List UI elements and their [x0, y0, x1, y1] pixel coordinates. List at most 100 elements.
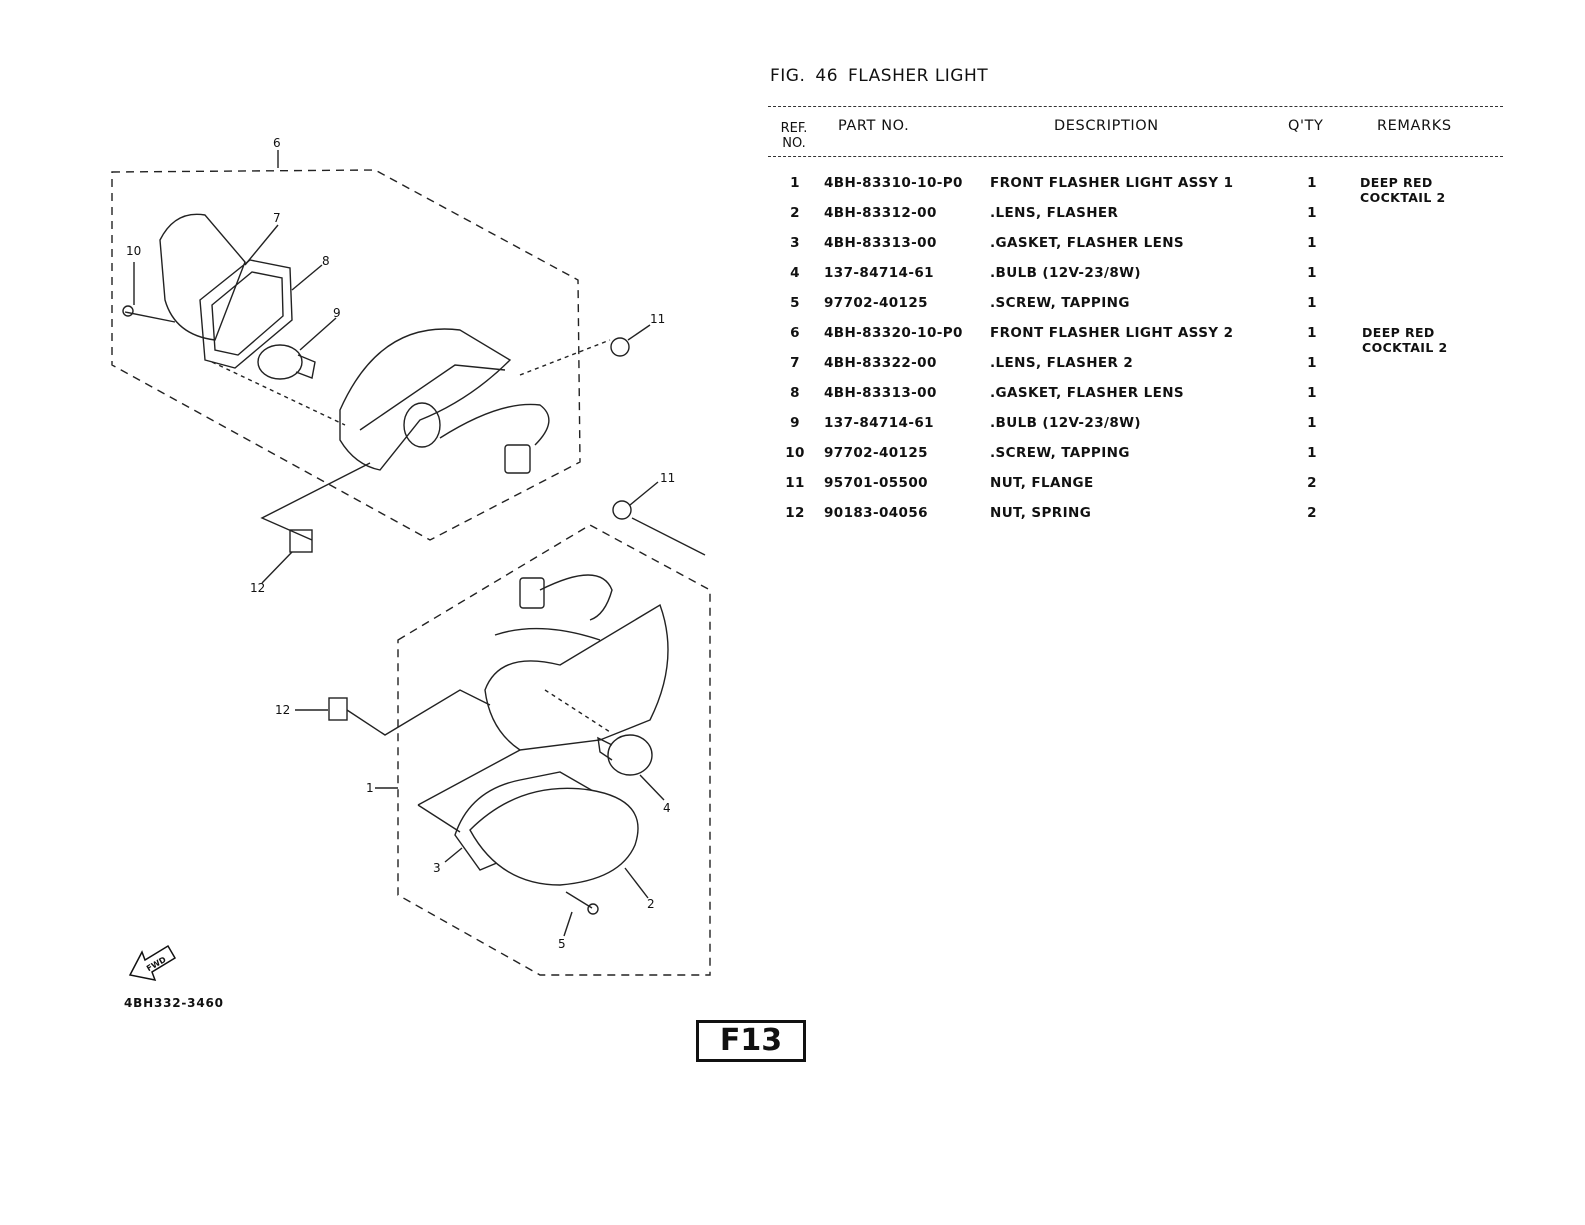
assy-2-boundary [111, 169, 581, 541]
qty-cell: 2 [1307, 475, 1317, 491]
part-no-cell: 4BH-83313-00 [824, 385, 937, 401]
guide-line [346, 689, 491, 736]
assy-1-boundary [397, 524, 711, 976]
nut-flange-lower [612, 500, 632, 520]
qty-cell: 2 [1307, 505, 1317, 521]
callout-label: 2 [647, 897, 655, 911]
part-no-cell: 137-84714-61 [824, 415, 934, 431]
wire-upper [439, 403, 550, 446]
forward-arrow-icon: FWD [128, 944, 177, 982]
table-row: 9 137-84714-61 .BULB (12V-23/8W) 1 [0, 415, 1585, 437]
connector-upper [504, 444, 531, 474]
table-header-rule [768, 156, 1503, 157]
leader-11-upper [627, 324, 651, 341]
description-cell: .GASKET, FLASHER LENS [990, 385, 1185, 401]
description-cell: .LENS, FLASHER [990, 205, 1119, 221]
leader-8 [291, 264, 323, 291]
housing-upper [339, 328, 512, 471]
qty-cell: 1 [1307, 385, 1317, 401]
header-ref-no-label: REF. NO. [780, 121, 808, 151]
leader-7 [244, 224, 279, 266]
description-cell: NUT, FLANGE [990, 475, 1094, 491]
leader-5 [563, 911, 573, 937]
gasket-upper-inner [211, 271, 284, 356]
qty-cell: 1 [1307, 205, 1317, 221]
part-no-cell: 4BH-83312-00 [824, 205, 937, 221]
screw-upper [124, 311, 176, 323]
screw-lower [565, 891, 593, 909]
ref-cell: 2 [790, 205, 800, 221]
remarks-cell: DEEP RED COCKTAIL 2 [1362, 325, 1448, 355]
callout-label: 1 [366, 781, 374, 795]
ref-cell: 1 [790, 175, 800, 191]
ref-cell: 7 [790, 355, 800, 371]
header-remarks: REMARKS [1377, 118, 1452, 134]
qty-cell: 1 [1307, 415, 1317, 431]
callout-label: 6 [273, 136, 281, 150]
ref-cell: 9 [790, 415, 800, 431]
ref-cell: 6 [790, 325, 800, 341]
bulb-upper [257, 344, 303, 380]
page-badge: F13 [696, 1020, 806, 1062]
catalog-code: 4BH332-3460 [124, 996, 224, 1010]
wire-lower [539, 574, 613, 621]
description-cell: .LENS, FLASHER 2 [990, 355, 1134, 371]
screw-lower-head [587, 903, 599, 915]
part-no-cell: 4BH-83310-10-P0 [824, 175, 963, 191]
nut-flange-upper [610, 337, 630, 357]
housing-lower-top [494, 627, 601, 641]
table-row: 8 4BH-83313-00 .GASKET, FLASHER LENS 1 [0, 385, 1585, 407]
qty-cell: 1 [1307, 445, 1317, 461]
callout-label: 11 [660, 471, 675, 485]
leader-12-upper [261, 551, 293, 584]
header-qty: Q'TY [1288, 118, 1324, 134]
table-top-rule [768, 106, 1503, 107]
part-no-cell: 137-84714-61 [824, 265, 934, 281]
description-cell: .SCREW, TAPPING [990, 445, 1130, 461]
header-description: DESCRIPTION [1054, 118, 1159, 134]
part-no-cell: 90183-04056 [824, 505, 928, 521]
figure-number: 46 [815, 66, 839, 86]
description-cell: FRONT FLASHER LIGHT ASSY 2 [990, 325, 1234, 341]
qty-cell: 1 [1307, 175, 1317, 191]
spring-nut-upper [289, 529, 313, 553]
description-cell: .BULB (12V-23/8W) [990, 415, 1141, 431]
guide-line [631, 517, 706, 556]
guide-line [260, 462, 371, 541]
table-row: 6 4BH-83320-10-P0 FRONT FLASHER LIGHT ASSY… [0, 325, 1585, 355]
callout-label: 7 [273, 211, 281, 225]
description-cell: .SCREW, TAPPING [990, 295, 1130, 311]
part-no-cell: 4BH-83313-00 [824, 235, 937, 251]
ref-cell: 8 [790, 385, 800, 401]
guide-line [211, 361, 346, 426]
guide-line [519, 339, 611, 376]
qty-cell: 1 [1307, 355, 1317, 371]
bulb-lower [607, 734, 653, 776]
description-cell: .BULB (12V-23/8W) [990, 265, 1141, 281]
callout-label: 5 [558, 937, 566, 951]
qty-cell: 1 [1307, 265, 1317, 281]
leader-11-lower [629, 481, 659, 506]
part-no-cell: 4BH-83320-10-P0 [824, 325, 963, 341]
callout-label: 8 [322, 254, 330, 268]
guide-line [417, 749, 521, 833]
qty-cell: 1 [1307, 295, 1317, 311]
leader-9 [299, 317, 337, 351]
leader-3 [444, 847, 463, 863]
qty-cell: 1 [1307, 235, 1317, 251]
housing-lower [484, 603, 669, 751]
leader-2 [624, 867, 649, 899]
spring-nut-lower [328, 697, 348, 721]
table-row: 2 4BH-83312-00 .LENS, FLASHER 1 [0, 205, 1585, 227]
screw-upper-head [122, 305, 134, 317]
part-no-cell: 95701-05500 [824, 475, 928, 491]
